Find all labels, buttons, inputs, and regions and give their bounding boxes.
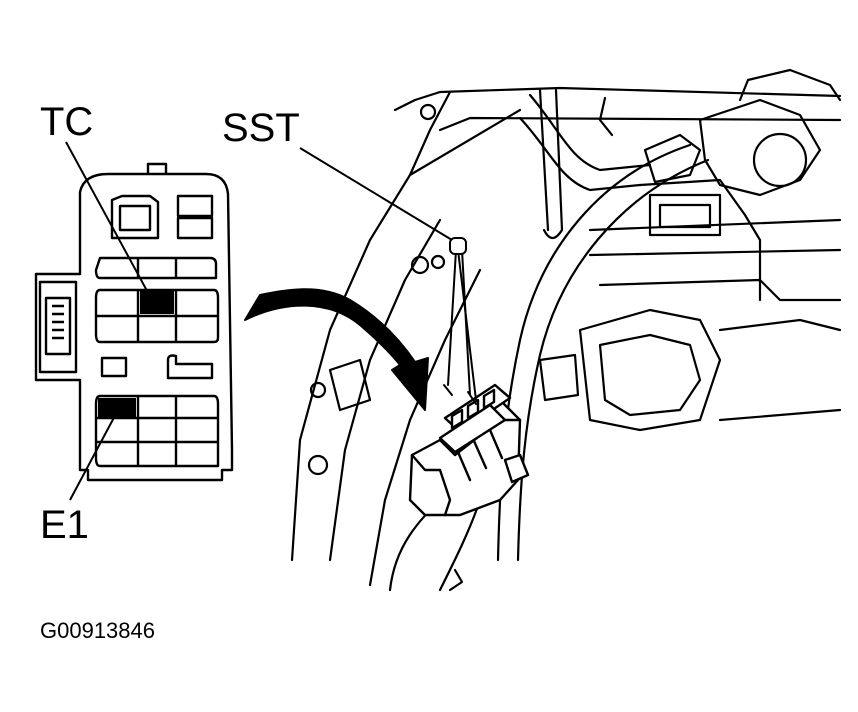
tc-label: TC	[40, 100, 94, 144]
sst-jumper-wire-icon	[443, 237, 477, 405]
tc-terminal	[140, 290, 174, 314]
sst-leader-line	[299, 147, 453, 241]
connector-face-diagram	[34, 162, 234, 482]
figure-id-label: G00913846	[40, 618, 155, 643]
e1-label: E1	[40, 503, 89, 547]
engine-bay-drawing	[290, 68, 842, 592]
pointer-arrow-icon	[244, 288, 429, 411]
dlc-connector-icon	[408, 383, 530, 517]
sst-label: SST	[222, 106, 300, 150]
e1-leader-line	[69, 409, 119, 501]
tc-leader-line	[65, 141, 153, 301]
e1-terminal	[98, 398, 136, 418]
